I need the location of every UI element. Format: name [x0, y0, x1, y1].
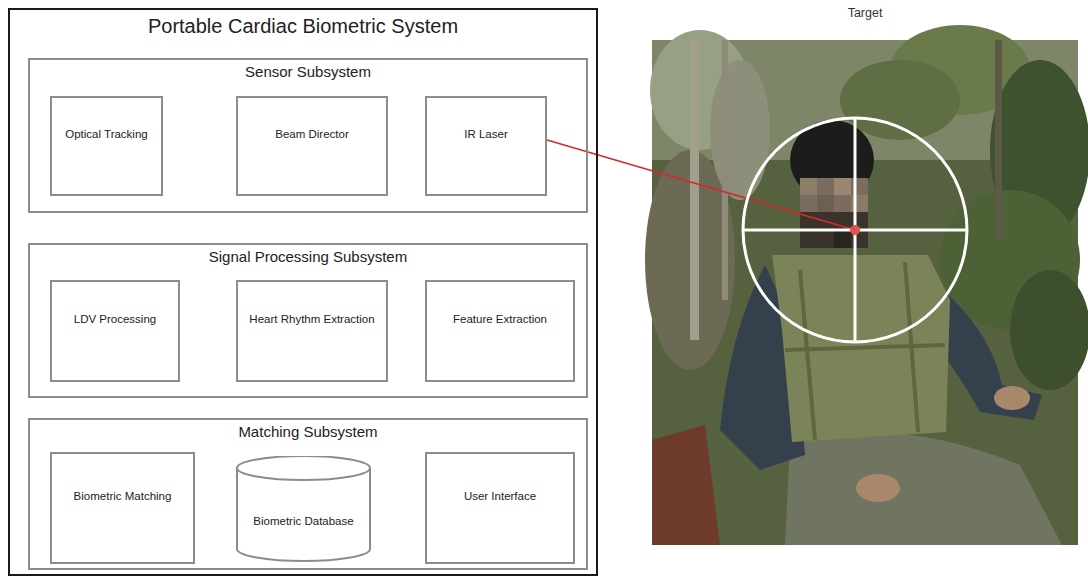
- hand: [856, 474, 900, 502]
- photo-heading: Target: [848, 6, 883, 21]
- cylinder-outline: [236, 456, 371, 562]
- chair: [652, 425, 720, 545]
- box-title: Matching Subsystem: [238, 423, 377, 441]
- box-title: Sensor Subsystem: [245, 63, 371, 81]
- process-box: IR Laser: [425, 96, 547, 196]
- process-box: User Interface: [425, 452, 575, 564]
- box-title: Portable Cardiac Biometric System: [148, 14, 458, 38]
- box-label: User Interface: [464, 490, 536, 504]
- process-box: Feature Extraction: [425, 280, 575, 382]
- box-label: Heart Rhythm Extraction: [249, 313, 374, 327]
- box-label: LDV Processing: [74, 313, 156, 327]
- process-box: Optical Tracking: [50, 96, 163, 196]
- box-label: Optical Tracking: [65, 128, 147, 142]
- subsystem-box: Optical Tracking Beam Director IR Laser Sen…: [28, 58, 588, 213]
- process-box: Beam Director: [236, 96, 388, 196]
- box-label: Feature Extraction: [453, 313, 547, 327]
- vest: [772, 255, 950, 442]
- face: [800, 178, 868, 248]
- database-cylinder: Biometric Database: [236, 456, 371, 562]
- box-label: IR Laser: [464, 128, 507, 142]
- process-box: LDV Processing: [50, 280, 180, 382]
- subsystem-box: LDV Processing Heart Rhythm Extraction Fea…: [28, 243, 588, 398]
- trousers: [785, 432, 1062, 545]
- vest-straps: [785, 262, 945, 440]
- hand: [994, 386, 1030, 410]
- box-title: Signal Processing Subsystem: [209, 248, 407, 266]
- system-box: Optical Tracking Beam Director IR Laser Sen…: [8, 8, 598, 576]
- crosshair: [743, 118, 967, 342]
- process-box: Heart Rhythm Extraction: [236, 280, 388, 382]
- subsystem-box: Biometric MatchingBiometric Database User…: [28, 418, 588, 570]
- process-box: Biometric Matching: [50, 452, 195, 564]
- box-label: Biometric Matching: [74, 490, 172, 504]
- cylinder-rim: [237, 468, 370, 480]
- box-label: Biometric Database: [253, 515, 353, 529]
- cylinder-body: [237, 456, 370, 561]
- laser-beam: [547, 140, 652, 171]
- box-label: Beam Director: [275, 128, 349, 142]
- target-photo-frame: Target: [652, 6, 1078, 546]
